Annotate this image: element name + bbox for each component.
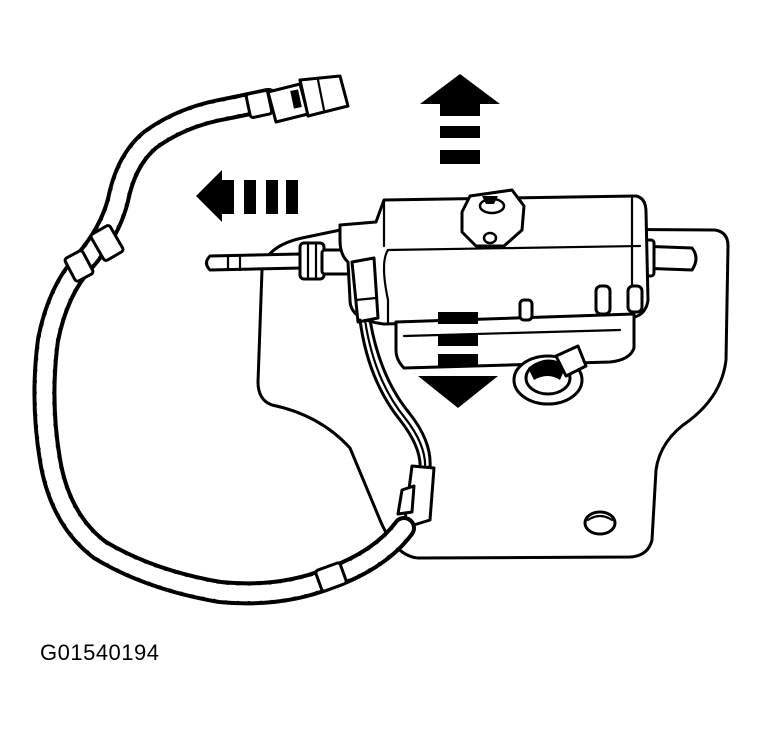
arrow-up <box>420 74 500 164</box>
wire-sleeve <box>396 464 436 530</box>
figure-code: G01540194 <box>40 640 160 665</box>
arrow-down <box>418 312 498 408</box>
wire-bundle <box>358 318 432 472</box>
arrow-left <box>196 170 298 222</box>
bolt-hole <box>583 510 617 536</box>
harness-clip <box>350 256 380 324</box>
top-mount-tab <box>460 188 526 248</box>
wiring-harness <box>32 88 416 606</box>
harness-connector <box>266 74 350 124</box>
sensor-knob <box>512 344 588 406</box>
